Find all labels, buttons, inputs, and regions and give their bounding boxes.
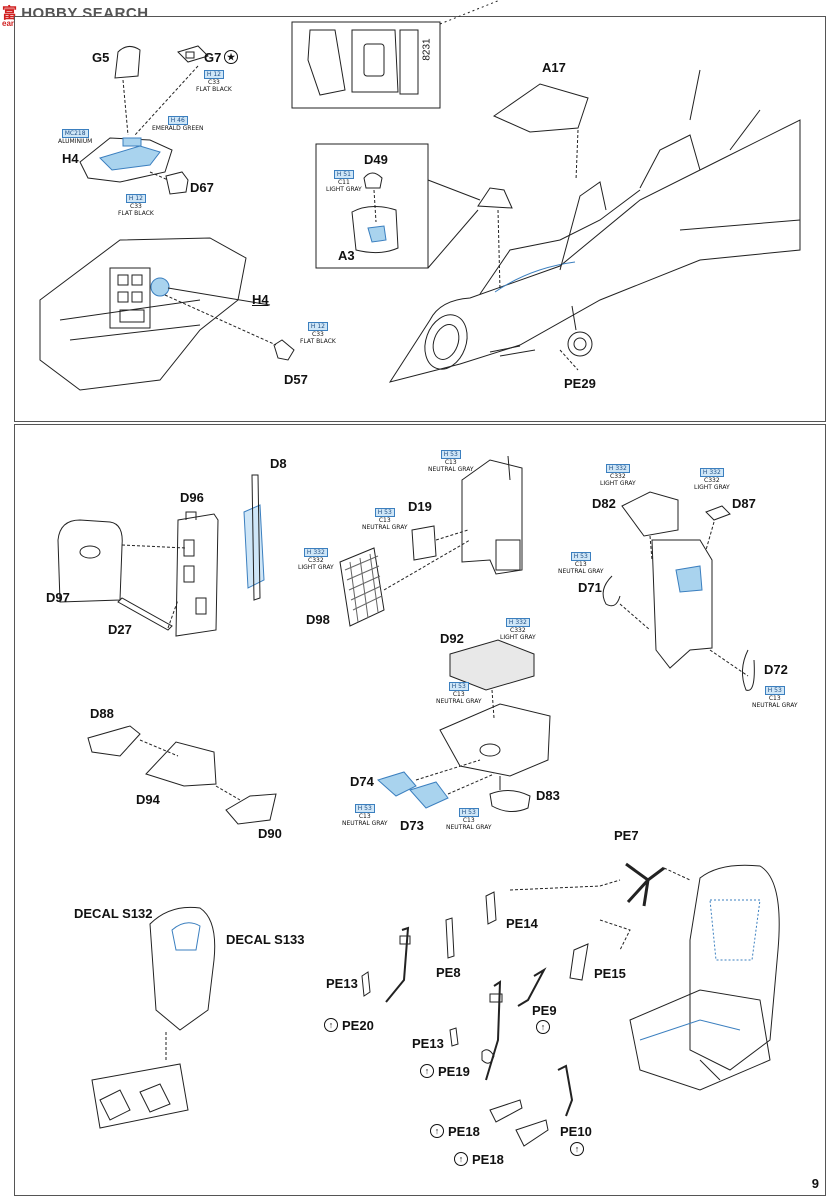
top-panel [14,16,826,422]
part-label-d57: D57 [284,372,308,387]
part-d94 [145,741,217,787]
part-label-pe18-b: PE18 [472,1152,504,1167]
page-number: 9 [811,1176,819,1191]
paint-callout: H 12 C33 FLAT BLACK [300,322,336,345]
decal-label-s133: DECAL S133 [226,932,305,947]
canopy-inset [315,143,429,269]
flip-arrow-icon: ↑ [536,1020,550,1034]
part-label-d71: D71 [578,580,602,595]
part-label-a17: A17 [542,60,566,75]
paint-callout: H 46 EMERALD GREEN [152,116,204,132]
part-label-pe19: PE19 [438,1064,470,1079]
part-label-d19: D19 [408,499,432,514]
part-label-pe10: PE10 [560,1124,592,1139]
part-label-d83: D83 [536,788,560,803]
part-label-d73: D73 [400,818,424,833]
part-label-pe20: PE20 [342,1018,374,1033]
paint-callout: H 53 C13 NEUTRAL GRAY [436,682,482,705]
flip-arrow-icon: ↑ [324,1018,338,1032]
paint-callout: H 51 C11 LIGHT GRAY [326,170,362,193]
flip-arrow-icon: ↑ [570,1142,584,1156]
part-d90 [225,793,277,825]
paint-callout: MC218 ALUMINIUM [58,129,93,145]
part-label-d82: D82 [592,496,616,511]
part-label-pe29: PE29 [564,376,596,391]
paint-callout: H 332 C332 LIGHT GRAY [298,548,334,571]
paint-callout: H 332 C332 LIGHT GRAY [694,468,730,491]
part-label-g7: G7 [204,50,222,65]
part-label-a3: A3 [338,248,355,263]
part-d97 [57,519,123,603]
part-label-pe8: PE8 [436,965,461,980]
aircraft-nose [388,119,801,383]
paint-callout: H 12 C33 FLAT BLACK [196,70,232,93]
paint-callout: H 53 C13 NEUTRAL GRAY [362,508,408,531]
paint-callout: H 12 C33 FLAT BLACK [118,194,154,217]
paint-callout: H 53 C13 NEUTRAL GRAY [446,808,492,831]
part-label-d27: D27 [108,622,132,637]
part-label-h4: H4 [62,151,79,166]
part-label-pe9: PE9 [532,1003,557,1018]
part-label-pe13: PE13 [326,976,358,991]
part-label-d98: D98 [306,612,330,627]
part-label-d90: D90 [258,826,282,841]
part-label-pe7: PE7 [614,828,639,843]
photoetch-number: 8231 [421,38,433,61]
part-d57 [273,339,295,361]
paint-callout: H 332 C332 LIGHT GRAY [500,618,536,641]
paint-callout: H 53 C13 NEUTRAL GRAY [752,686,798,709]
paint-callout: H 53 C13 NEUTRAL GRAY [558,552,604,575]
part-label-d74: D74 [350,774,374,789]
part-g5 [114,46,141,79]
part-label-h4-lower: H4 [252,292,269,307]
part-label-pe13-b: PE13 [412,1036,444,1051]
flip-arrow-icon: ↑ [454,1152,468,1166]
part-d92 [449,639,535,691]
cockpit-section [39,237,247,391]
part-d82 [621,491,679,537]
part-label-pe18: PE18 [448,1124,480,1139]
part-label-d92: D92 [440,631,464,646]
star-icon: ★ [224,50,238,64]
part-label-d96: D96 [180,490,204,505]
part-label-d72: D72 [764,662,788,677]
photoetch-inset [291,21,441,109]
seat-frame [461,459,523,575]
part-label-g5: G5 [92,50,110,65]
part-label-pe14: PE14 [506,916,538,931]
seat-bucket [439,703,551,777]
part-label-pe15: PE15 [594,966,626,981]
part-label-d97: D97 [46,590,70,605]
assembled-seat [149,906,216,1031]
flip-arrow-icon: ↑ [420,1064,434,1078]
part-label-d87: D87 [732,496,756,511]
part-label-d8: D8 [270,456,287,471]
part-label-d49: D49 [364,152,388,167]
part-label-d67: D67 [190,180,214,195]
paint-callout: H 332 C332 LIGHT GRAY [600,464,636,487]
seat-side [651,539,713,669]
part-a17 [492,83,589,133]
part-d96 [175,513,219,637]
paint-callout: H 53 C13 NEUTRAL GRAY [342,804,388,827]
assembled-seat-right [689,864,780,1071]
part-d98 [339,547,385,627]
part-label-d88: D88 [90,706,114,721]
paint-callout: H 53 C13 NEUTRAL GRAY [428,450,474,473]
flip-arrow-icon: ↑ [430,1124,444,1138]
part-label-d94: D94 [136,792,160,807]
decal-label-s132: DECAL S132 [74,906,153,921]
part-d88 [87,725,141,757]
part-h4-upper [79,137,173,183]
